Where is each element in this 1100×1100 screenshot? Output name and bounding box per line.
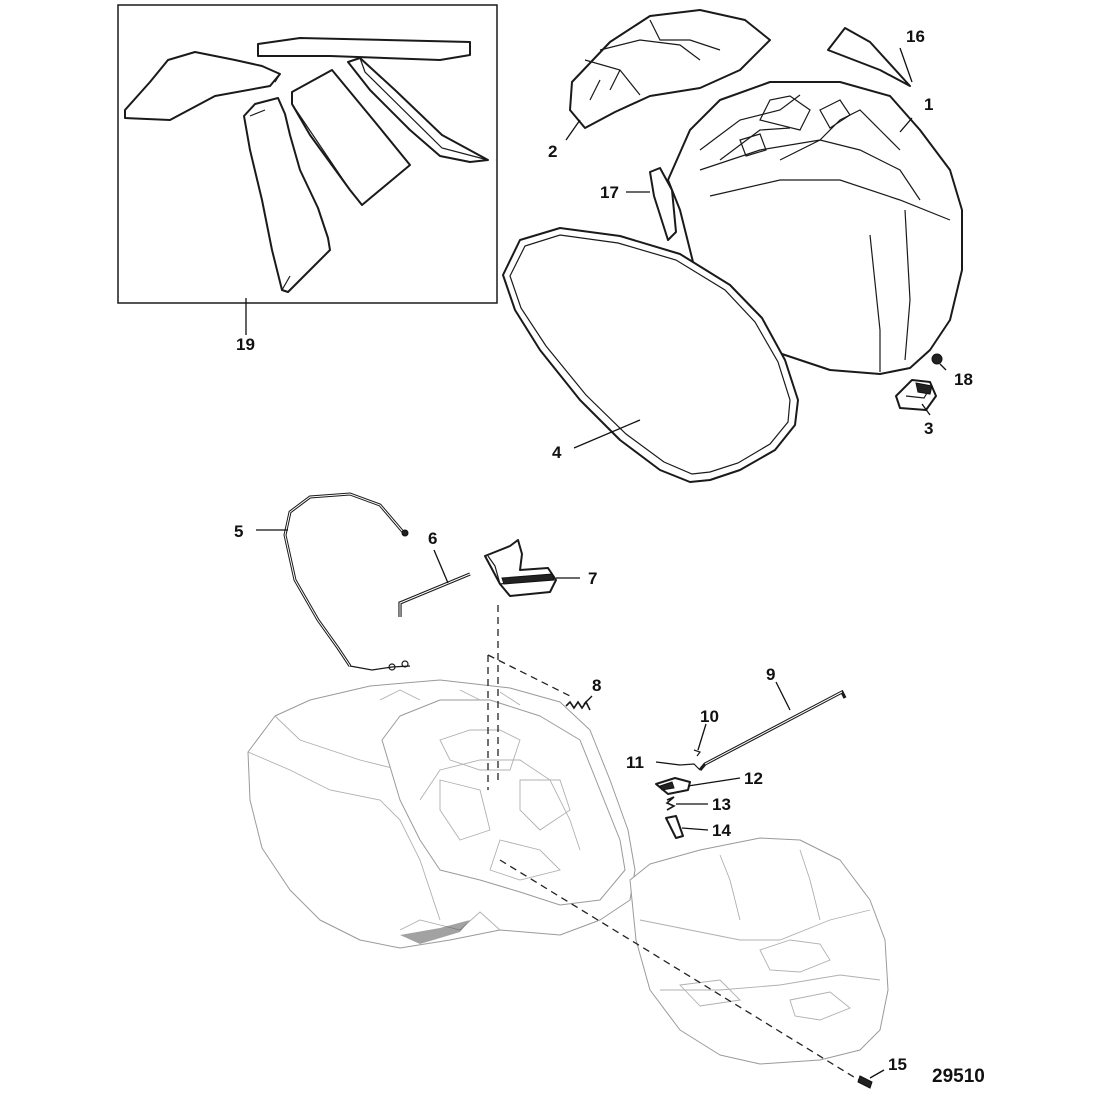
foam-piece-left (124, 51, 281, 121)
kit-inset-box (117, 4, 498, 304)
callout-17: 17 (600, 183, 619, 202)
part-5-cable (283, 492, 411, 671)
callout-11: 11 (626, 753, 644, 772)
part-4-seal (502, 227, 799, 483)
callout-19: 19 (236, 335, 255, 354)
callout-6: 6 (428, 529, 437, 548)
callout-18: 18 (954, 370, 973, 389)
part-3-latch (895, 379, 937, 411)
part-7-handle (484, 539, 557, 597)
callout-13: 13 (712, 795, 731, 814)
part-13-spring (665, 796, 676, 811)
drawing-number: 29510 (932, 1066, 985, 1087)
part-8-spring (565, 700, 591, 711)
alignment-lines (487, 605, 873, 1089)
callout-10: 10 (700, 707, 719, 726)
part-10-clip (693, 749, 701, 757)
callout-4: 4 (552, 443, 562, 462)
callout-3: 3 (924, 419, 933, 438)
part-18-fastener (931, 353, 943, 365)
reference-lower-cowl (247, 679, 636, 949)
callout-labels: 1 2 3 4 5 6 7 8 9 10 11 12 13 14 15 16 1… (234, 27, 973, 1074)
callout-8: 8 (592, 676, 601, 695)
callout-5: 5 (234, 522, 243, 541)
part-9-rod (698, 689, 847, 772)
callout-7: 7 (588, 569, 597, 588)
callout-14: 14 (712, 821, 731, 840)
leader-lines (245, 47, 947, 1079)
callout-1: 1 (924, 95, 933, 114)
callout-16: 16 (906, 27, 925, 46)
reference-rear-cowl (629, 837, 889, 1065)
part-2-rear-cap (569, 9, 771, 129)
part-16-trim (827, 27, 911, 87)
callout-9: 9 (766, 665, 775, 684)
part-12-lever (655, 777, 691, 795)
foam-piece-right (347, 57, 489, 163)
foam-piece-top (257, 37, 471, 61)
foam-piece-curved (243, 97, 331, 293)
callout-2: 2 (548, 142, 557, 161)
part-11-clip (679, 763, 701, 771)
part-6-rod (398, 572, 471, 617)
callout-12: 12 (744, 769, 763, 788)
callout-15: 15 (888, 1055, 907, 1074)
part-14-pin (665, 815, 684, 839)
